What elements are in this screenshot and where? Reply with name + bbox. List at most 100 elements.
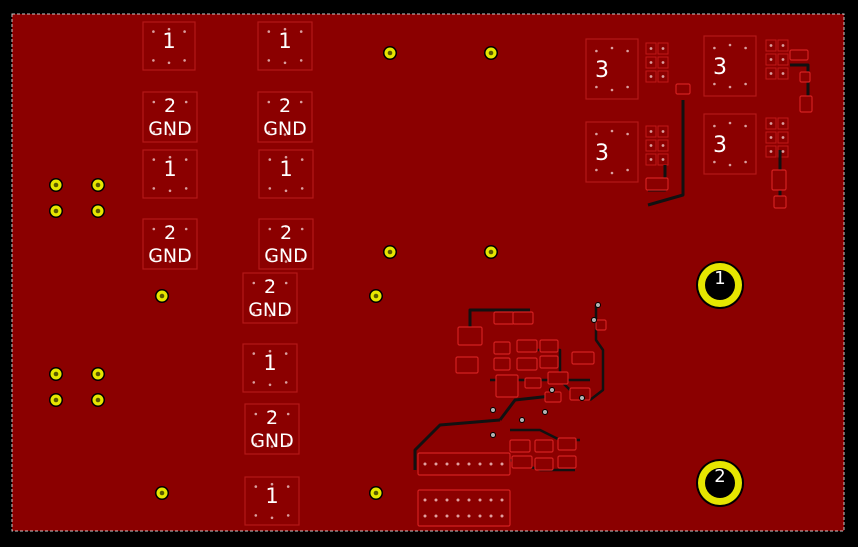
pad-via-dot: [284, 155, 288, 159]
pin-hole: [649, 75, 653, 78]
component-footprint: [417, 489, 511, 527]
pad-via-dot: [713, 82, 716, 86]
pad-via-dot: [283, 98, 287, 101]
pad-number: 1: [279, 157, 292, 181]
pad-via-dot: [267, 59, 271, 62]
via-hole: [53, 208, 59, 214]
pin-hole: [781, 136, 785, 139]
connector-pin-dot: [456, 498, 460, 502]
pad-via-dot: [283, 133, 287, 136]
pad-number: 2: [279, 95, 291, 117]
connector-pin-dot: [467, 498, 471, 502]
via: [484, 46, 498, 60]
via: [49, 204, 63, 218]
component-footprint: [557, 437, 577, 451]
component-footprint: [544, 391, 562, 403]
pad-number: 1: [278, 29, 291, 53]
pad-net-name: GND: [148, 245, 192, 267]
pad-via-dot: [270, 410, 274, 413]
connector-pin-dot: [456, 514, 460, 518]
component-footprint: [789, 49, 809, 61]
component-footprint: [771, 169, 787, 191]
pad-via-dot: [300, 187, 304, 190]
pin-hole: [781, 150, 785, 153]
component-footprint: [539, 355, 559, 369]
component-footprint: [645, 177, 669, 191]
pad-number: 3: [713, 133, 727, 158]
pad-via-dot: [270, 516, 274, 520]
pad: 3: [703, 35, 757, 97]
pad-number: 2: [164, 95, 176, 117]
pad-via-dot: [595, 168, 598, 172]
pad-via-dot: [252, 281, 256, 285]
pad-via-dot: [283, 27, 287, 31]
via-hole: [95, 371, 101, 377]
component-footprint: [595, 319, 607, 331]
pad-via-dot: [268, 314, 272, 317]
pad-via-dot: [284, 311, 288, 315]
component-footprint: [557, 455, 577, 469]
pad-via-dot: [300, 227, 304, 231]
pad-via-dot: [595, 49, 598, 53]
via-hole: [373, 490, 379, 496]
via: [383, 46, 397, 60]
pad-number: 1: [265, 484, 278, 508]
connector-pin-dot: [434, 498, 438, 502]
connector-pin-dot: [445, 462, 449, 466]
pad-net-name: GND: [250, 430, 294, 452]
component-footprint: [799, 95, 813, 113]
pad-via-dot: [626, 168, 629, 172]
connector-pin-dot: [478, 498, 482, 502]
pad: 3: [585, 121, 639, 183]
pad-via-dot: [168, 155, 172, 159]
pad-number: 1: [163, 157, 176, 181]
pad-via-dot: [168, 98, 172, 101]
pin-hole: [661, 47, 665, 50]
pad-via-dot: [284, 352, 288, 355]
pad-number: 2: [280, 222, 292, 244]
pad-net-name: GND: [248, 299, 292, 321]
trace: [647, 100, 685, 207]
pad-via-dot: [284, 189, 288, 193]
component-footprint: [534, 439, 554, 453]
via-hole: [373, 293, 379, 299]
pad-via-dot: [168, 260, 172, 263]
pad-via-dot: [152, 59, 155, 62]
pad-via-dot: [595, 85, 598, 89]
trace: [790, 63, 810, 105]
pad: 1: [244, 476, 300, 526]
pad-via-dot: [252, 381, 256, 384]
traces-layer: [413, 49, 813, 527]
pad-net-name: GND: [148, 118, 192, 140]
pad-via-dot: [299, 100, 303, 104]
connector-pin-dot: [467, 462, 471, 466]
connector-pin-dot: [434, 462, 438, 466]
small-via: [490, 432, 496, 438]
connector-pin-dot: [467, 514, 471, 518]
pad-via-dot: [268, 279, 272, 282]
pad: 1: [257, 21, 313, 71]
pad-net-name: GND: [264, 245, 308, 267]
component-footprint: [495, 374, 519, 398]
pad-via-dot: [184, 158, 188, 161]
mounting-hole-label: 1: [714, 268, 725, 289]
connector-pin-dot: [434, 514, 438, 518]
connector-pin-dot: [489, 514, 493, 518]
pad-via-dot: [268, 187, 272, 190]
component-footprint: [512, 311, 534, 325]
pad-via-dot: [284, 260, 288, 263]
pad-via-dot: [270, 445, 274, 448]
pad-via-dot: [152, 130, 156, 134]
pad-net-name: GND: [263, 118, 307, 140]
component-footprint: [516, 357, 538, 371]
via: [155, 486, 169, 500]
mounting-holes-layer: 12: [696, 261, 744, 507]
via-hole: [387, 50, 393, 56]
component-footprint: [457, 326, 483, 346]
pin-hole: [769, 136, 773, 139]
small-via: [542, 409, 548, 415]
